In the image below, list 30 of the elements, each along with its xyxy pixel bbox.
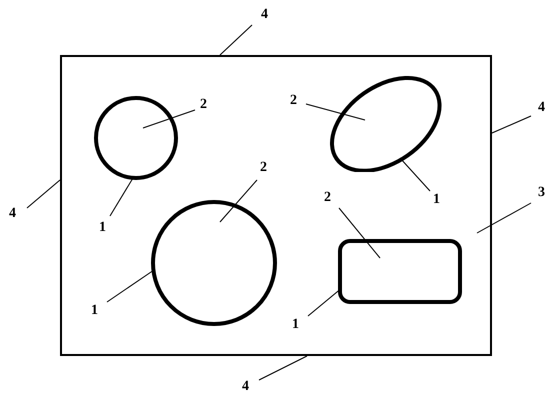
callout-number: 1 [292, 317, 299, 333]
leader-line [306, 104, 366, 120]
leader-line [220, 180, 258, 222]
callout-number: 2 [200, 97, 207, 113]
callout-number: 1 [433, 192, 440, 208]
leader-line [492, 116, 532, 134]
leader-line [110, 178, 134, 216]
circle-outline [151, 200, 277, 326]
callout-number: 2 [324, 190, 331, 206]
circle-outline [94, 96, 178, 180]
leader-line [220, 24, 252, 56]
callout-number: 4 [261, 7, 268, 23]
callout-number: 4 [242, 379, 249, 395]
ellipse-outline [330, 76, 442, 172]
callout-number: 2 [260, 160, 267, 176]
callout-number: 1 [91, 303, 98, 319]
rounded-rectangle-outline [338, 239, 462, 304]
callout-number: 3 [538, 185, 545, 201]
callout-number: 1 [99, 220, 106, 236]
leader-line [308, 289, 340, 316]
leader-line [106, 270, 154, 302]
callout-number: 4 [9, 206, 16, 222]
leader-line [476, 202, 532, 234]
frame-rectangle [60, 55, 492, 356]
leader-line [258, 356, 308, 380]
callout-number: 4 [538, 100, 545, 116]
leader-line [142, 110, 196, 128]
callout-number: 2 [290, 93, 297, 109]
leader-line [338, 208, 380, 258]
leader-line [26, 180, 60, 208]
